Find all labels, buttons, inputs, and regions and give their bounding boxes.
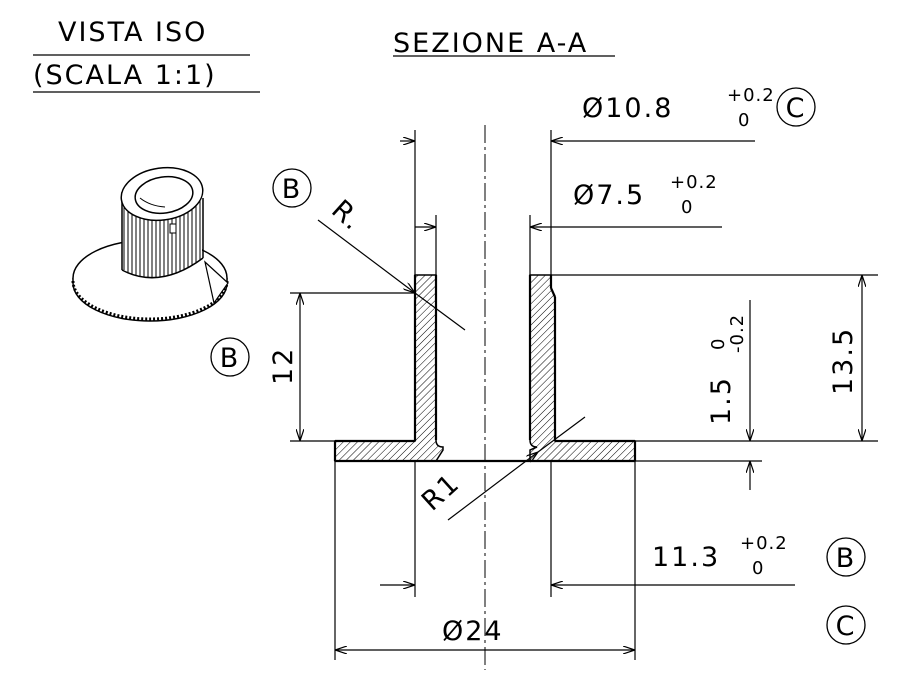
datum-b-right: B xyxy=(826,537,866,577)
dim-d113-tol-upper: +0.2 xyxy=(740,533,788,554)
dim-d75: Ø7.5 +0.2 0 xyxy=(573,172,718,218)
dim-h15-tol-upper: 0 xyxy=(708,338,729,350)
dim-d113: 11.3 +0.2 0 xyxy=(652,533,788,579)
iso-title-line1: VISTA ISO xyxy=(58,17,207,48)
iso-view-title: VISTA ISO (SCALA 1:1) xyxy=(33,17,260,93)
datum-c-top: C xyxy=(776,87,816,127)
dim-d24-value: Ø24 xyxy=(442,616,504,647)
section-title: SEZIONE A-A xyxy=(393,28,615,59)
radius-r1-label: R1 xyxy=(416,467,466,517)
section-hatch-right xyxy=(529,274,636,462)
section-hatch-left xyxy=(334,274,444,462)
dim-d108-tol-lower: 0 xyxy=(738,110,750,131)
dim-d113-tol-lower: 0 xyxy=(752,558,764,579)
knurled-bushing-iso-icon xyxy=(71,166,229,322)
dim-d113-value: 11.3 xyxy=(652,542,720,573)
dim-d108: Ø10.8 +0.2 0 xyxy=(582,85,775,131)
dim-d75-tol-upper: +0.2 xyxy=(670,172,718,193)
datum-b-right-label: B xyxy=(836,543,857,574)
dim-d108-tol-upper: +0.2 xyxy=(727,85,775,106)
dimension-lines xyxy=(290,130,878,660)
dim-h15: 1.5 0 -0.2 xyxy=(706,314,748,425)
datum-b-top-label: B xyxy=(282,174,303,205)
section-view xyxy=(333,125,637,670)
dim-h15-value: 1.5 xyxy=(706,376,737,425)
datum-c-top-label: C xyxy=(786,93,807,124)
datum-c-bottom-label: C xyxy=(836,611,857,642)
dim-h15-tol-lower: -0.2 xyxy=(727,314,748,353)
datum-c-bottom: C xyxy=(826,605,866,645)
dim-d108-value: Ø10.8 xyxy=(582,93,673,124)
dim-d75-tol-lower: 0 xyxy=(681,197,693,218)
section-title-text: SEZIONE A-A xyxy=(393,28,588,59)
dim-h135-value: 13.5 xyxy=(828,327,859,395)
datum-b-left: B xyxy=(210,337,250,377)
datum-b-left-label: B xyxy=(220,343,241,374)
datum-b-top: B xyxy=(272,168,312,208)
iso-title-line2: (SCALA 1:1) xyxy=(33,60,217,91)
dim-h12-value: 12 xyxy=(268,347,299,385)
dim-d75-value: Ø7.5 xyxy=(573,180,645,211)
